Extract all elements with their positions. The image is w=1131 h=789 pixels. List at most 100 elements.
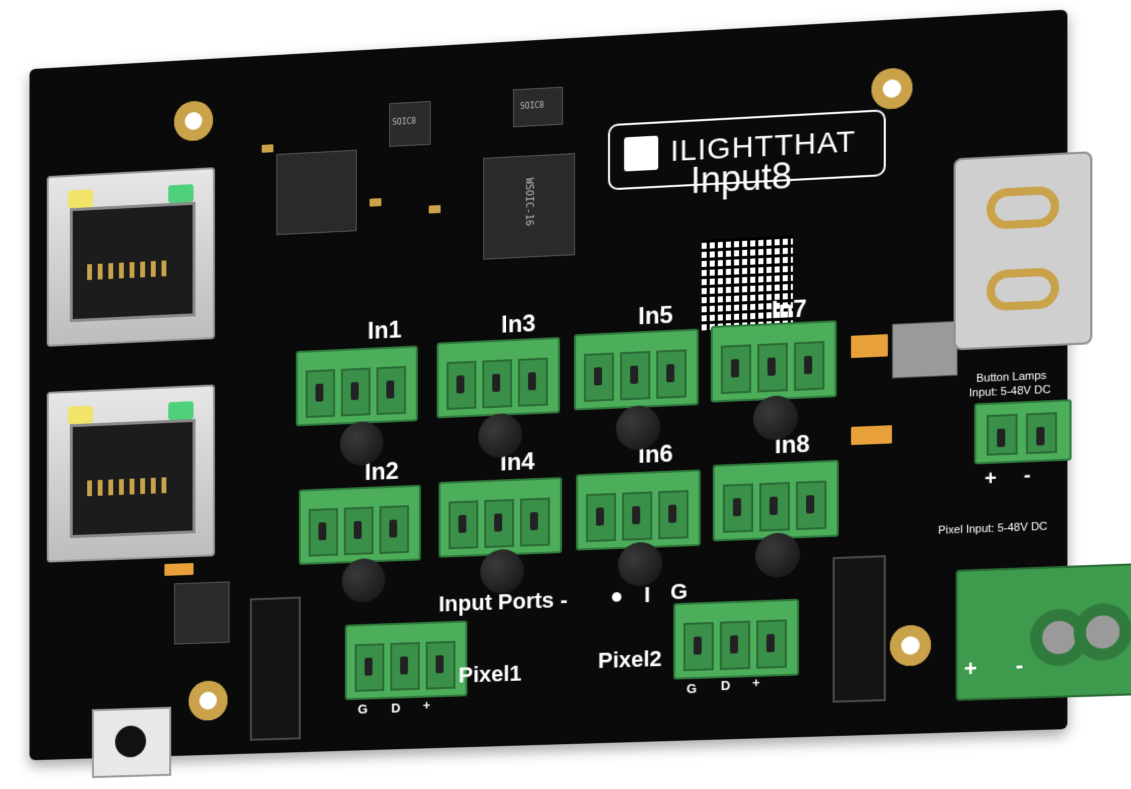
terminal-slot <box>446 360 477 410</box>
pixel-input-minus: - <box>1015 651 1024 678</box>
terminal-slot <box>448 500 479 550</box>
smd-component <box>369 198 382 207</box>
button-lamps-terminal[interactable] <box>974 399 1072 465</box>
smd-component <box>261 144 274 153</box>
light-bulb-icon: ● <box>610 582 624 609</box>
terminal-slot <box>308 507 339 557</box>
pixel1-pin-g: G <box>357 701 368 717</box>
pin-header-right[interactable] <box>832 555 886 703</box>
mounting-hole <box>174 100 213 142</box>
terminal-slot <box>518 357 548 407</box>
coin-cell-holder <box>953 151 1093 351</box>
screw-terminal <box>1073 602 1131 662</box>
input-ports-pin-g: G <box>670 578 688 605</box>
smd-component <box>428 204 441 214</box>
terminal-slot <box>720 344 752 395</box>
pcb-board: WSOIC-16 SOIC8 SOIC8 ILIGHTTHAT Input8 I… <box>29 9 1131 789</box>
pixel2-terminal[interactable] <box>673 598 799 680</box>
terminal-slot <box>585 492 617 543</box>
transistor <box>618 541 663 588</box>
battery-contact <box>986 267 1060 312</box>
pixel-input-label: Pixel Input: 5-48V DC <box>938 520 1048 537</box>
chip-marking: WSOIC-16 <box>522 177 534 227</box>
button-lamps-title: Button Lamps <box>976 369 1047 386</box>
input-terminal-in2[interactable] <box>298 484 421 565</box>
product-name: Input8 <box>690 154 792 202</box>
terminal-slot <box>986 413 1018 456</box>
input-terminal-in7[interactable] <box>710 320 837 403</box>
terminal-slot <box>793 341 825 391</box>
smd-component <box>851 334 888 359</box>
input-label-in5: In5 <box>638 301 674 331</box>
input-label-in7: In7 <box>771 295 807 325</box>
terminal-slot <box>759 481 790 532</box>
button-lamps-voltage: Input: 5-48V DC <box>969 383 1051 400</box>
rs485-chip <box>174 581 230 645</box>
battery-contact <box>986 185 1060 230</box>
terminal-slot <box>795 480 827 531</box>
pixel2-pin-plus: + <box>752 674 760 691</box>
mounting-hole <box>871 67 913 110</box>
transistor <box>480 548 525 595</box>
terminal-slot <box>376 365 407 415</box>
terminal-slot <box>756 619 787 669</box>
terminal-slot <box>620 350 651 401</box>
terminal-slot <box>305 369 336 419</box>
pixel1-pin-d: D <box>391 700 401 716</box>
terminal-slot <box>719 620 751 671</box>
led-yellow <box>67 405 93 425</box>
input-ports-pin-i: I <box>644 581 651 608</box>
terminal-slot <box>341 367 371 417</box>
input-terminal-in1[interactable] <box>295 345 418 427</box>
terminal-slot <box>683 621 714 672</box>
terminal-slot <box>658 490 689 540</box>
input-terminal-in8[interactable] <box>712 459 839 542</box>
input-label-in3: In3 <box>501 310 536 339</box>
terminal-slot <box>482 359 513 409</box>
pixel-power-terminal[interactable] <box>955 563 1131 701</box>
reset-button[interactable] <box>91 706 172 779</box>
transistor <box>755 532 801 579</box>
terminal-slot <box>1025 412 1058 455</box>
chip-icon <box>624 135 659 172</box>
input-terminal-in4[interactable] <box>438 477 562 558</box>
terminal-slot <box>583 352 615 403</box>
led-yellow <box>67 189 93 209</box>
terminal-slot <box>757 342 788 393</box>
led-green <box>168 401 194 421</box>
terminal-slot <box>622 491 653 541</box>
inductor <box>891 320 958 379</box>
button-lamps-plus: + <box>984 467 997 491</box>
pixel2-pin-g: G <box>686 680 697 697</box>
smd-component <box>851 425 892 446</box>
pixel2-pin-d: D <box>720 677 731 694</box>
pixel2-label: Pixel2 <box>597 645 662 674</box>
mounting-hole <box>889 624 931 667</box>
terminal-slot <box>390 642 420 691</box>
pixel-input-plus: + <box>963 655 978 682</box>
input-terminal-in5[interactable] <box>573 328 699 411</box>
pin-header-left[interactable] <box>249 596 301 741</box>
soic8-chip: SOIC8 <box>513 86 563 128</box>
soic8-chip: SOIC8 <box>389 100 431 147</box>
terminal-slot <box>379 505 409 554</box>
input-ports-label: Input Ports - <box>438 586 568 617</box>
button-lamps-minus: - <box>1023 464 1031 487</box>
input-terminal-in3[interactable] <box>436 336 560 419</box>
smd-component <box>164 562 194 576</box>
reset-button-label: Oh No! <box>101 776 154 789</box>
terminal-slot <box>343 506 374 556</box>
led-green <box>168 184 194 204</box>
ethernet-jack-top[interactable] <box>46 167 215 347</box>
ethernet-jack-bottom[interactable] <box>46 384 215 563</box>
input-terminal-in6[interactable] <box>575 469 701 551</box>
microcontroller-chip <box>276 149 357 236</box>
pixel1-terminal[interactable] <box>344 620 468 701</box>
transistor <box>341 557 386 604</box>
soic16-chip: WSOIC-16 <box>483 153 575 260</box>
terminal-slot <box>484 498 515 549</box>
input-label-in1: In1 <box>367 316 402 345</box>
terminal-slot <box>354 643 385 692</box>
pixel1-pin-plus: + <box>422 697 431 713</box>
mounting-hole <box>188 680 228 721</box>
